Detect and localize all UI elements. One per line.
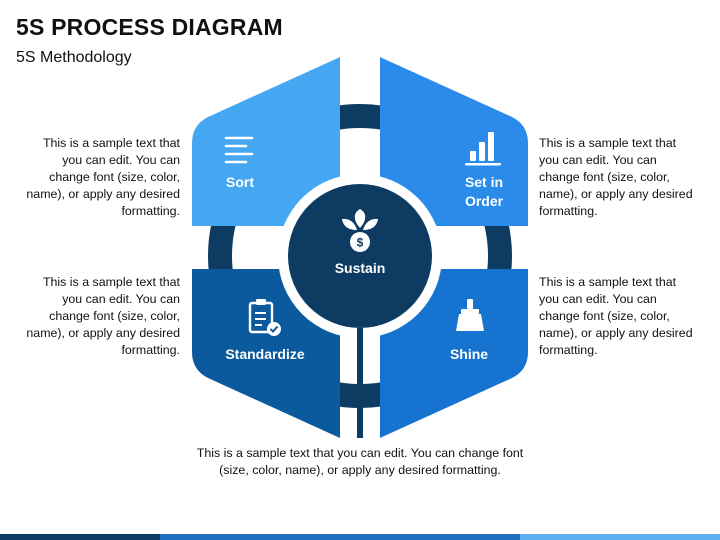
segment-label-sustain: Sustain [335,260,386,276]
segment-set-in-order[interactable] [380,57,528,226]
description-standardize: This is a sample text that you can edit.… [26,275,180,357]
description-set-in-order: This is a sample text that you can edit.… [539,136,693,218]
bottom-accent-bar [0,534,720,540]
segment-label-order: Order [465,193,504,209]
bottom-bar-dark [0,534,160,540]
segment-label-shine: Shine [450,346,488,362]
broom-icon [456,299,484,331]
clipboard-check-icon [248,299,281,336]
list-icon [224,136,254,164]
description-sort: This is a sample text that you can edit.… [26,136,180,218]
svg-text:$: $ [357,236,364,250]
bottom-bar-light [520,534,720,540]
segment-sort[interactable] [192,57,340,226]
description-shine: This is a sample text that you can edit.… [539,275,693,357]
connector-line [357,328,363,438]
segment-label-standardize: Standardize [225,346,305,362]
segment-sustain[interactable] [288,184,432,328]
segment-label-set-in: Set in [465,174,503,190]
bottom-bar-mid [160,534,520,540]
money-plant-icon: $ [342,209,378,252]
description-bottom: This is a sample text that you can edit.… [196,446,524,477]
segment-label-sort: Sort [226,174,254,190]
bar-chart-icon [465,132,501,166]
page-title: 5S PROCESS DIAGRAM [16,14,283,40]
page-subtitle: 5S Methodology [16,49,132,66]
